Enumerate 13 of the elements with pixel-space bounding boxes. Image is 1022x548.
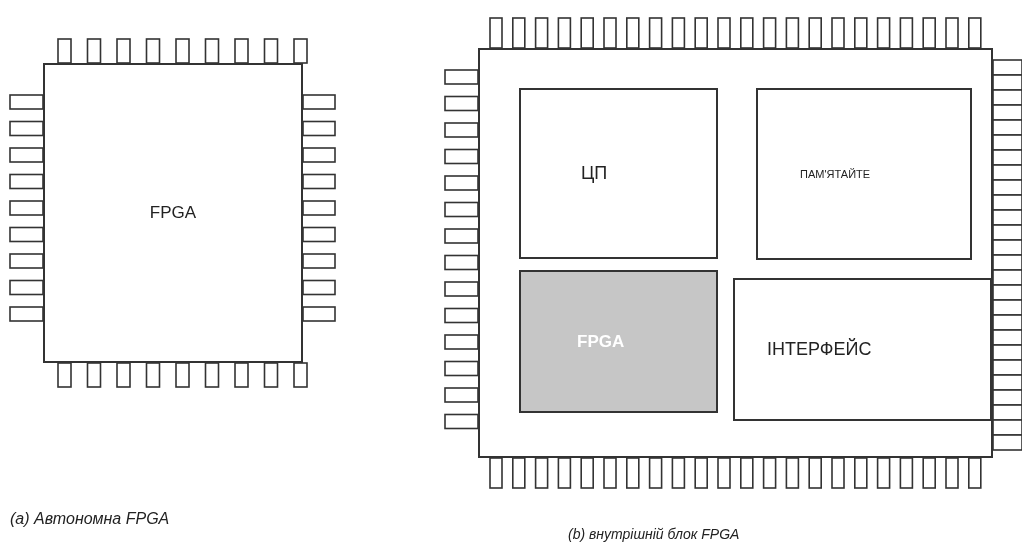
block-box — [519, 270, 718, 413]
block-label: FPGA — [149, 203, 197, 223]
block-box — [756, 88, 972, 260]
chip-package — [478, 48, 993, 458]
block-label: ЦП — [581, 163, 608, 184]
block-box — [733, 278, 992, 421]
block-label: ПАМ'ЯТАЙТЕ — [800, 168, 871, 180]
chip-package — [43, 63, 303, 363]
figure-caption: (b) внутрішній блок FPGA — [568, 526, 740, 542]
block-label: ІНТЕРФЕЙС — [767, 339, 872, 360]
block-label: FPGA — [577, 331, 625, 352]
figure-caption: (a) Автономна FPGA — [10, 510, 170, 528]
block-box — [519, 88, 718, 259]
